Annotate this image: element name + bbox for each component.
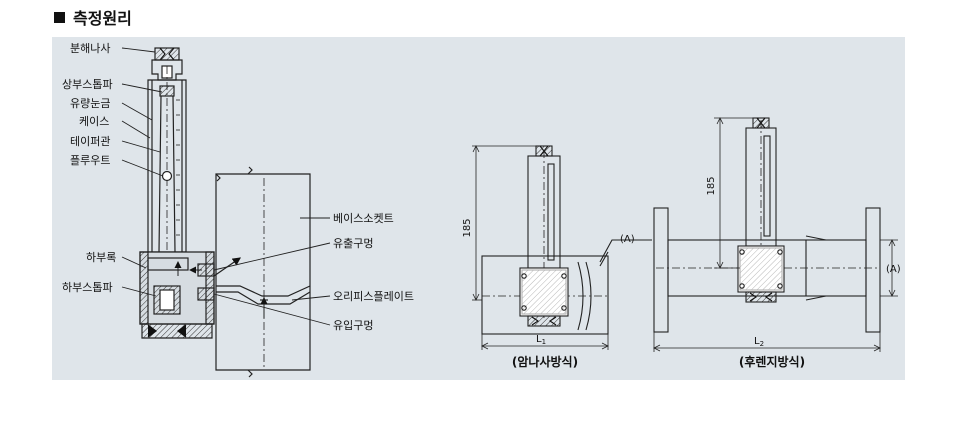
section-title-text: 측정원리 <box>73 9 132 28</box>
flange-a-dim: (A) <box>886 264 901 275</box>
label-outlet-hole: 유출구멍 <box>333 237 373 250</box>
label-lower-stopper: 하부스톱파 <box>62 280 113 294</box>
female-height-dim: 185 <box>462 218 473 237</box>
label-float: 플루우트 <box>70 154 110 167</box>
cross-section-drawing <box>139 47 215 339</box>
label-tapered-tube: 테이퍼관 <box>70 135 110 148</box>
female-l1-dim: L1 <box>536 334 546 346</box>
female-caption: (암나사방식) <box>512 354 578 369</box>
flange-dimensions <box>653 117 898 352</box>
tapered-tube-part <box>158 95 176 253</box>
label-case: 케이스 <box>79 115 109 128</box>
square-bullet-icon <box>54 11 65 23</box>
female-a-dim: (A) <box>620 234 635 245</box>
left-leader-lines <box>121 47 331 326</box>
disassembly-screw-part <box>154 47 180 61</box>
flange-height-dim: 185 <box>706 176 717 195</box>
female-dimensions <box>472 145 609 350</box>
label-inlet-hole: 유입구멍 <box>333 319 373 332</box>
flow-scale-ticks <box>176 99 180 236</box>
label-disassembly-screw: 분해나사 <box>70 41 110 55</box>
label-upper-stopper: 상부스톱파 <box>62 78 113 91</box>
float-part <box>161 170 173 182</box>
label-orifice-plate: 오리피스플레이트 <box>333 290 414 303</box>
label-flow-scale: 유량눈금 <box>70 97 110 110</box>
flange-caption: (후렌지방식) <box>739 354 805 369</box>
female-thread-drawing <box>481 145 652 335</box>
label-lower-block: 하부록 <box>86 250 116 264</box>
flange-drawing <box>653 117 881 333</box>
label-base-socket: 베이스소켓트 <box>333 212 394 225</box>
section-title: 측정원리 <box>54 6 132 28</box>
flange-l2-dim: L2 <box>754 336 764 348</box>
pipe-body <box>213 166 311 378</box>
